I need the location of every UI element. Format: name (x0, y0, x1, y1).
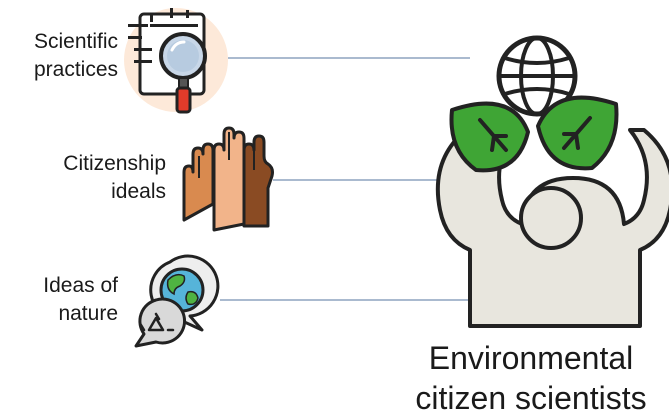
central-title-line: Environmental (428, 340, 634, 376)
label-scientific-practices: Scientific practices (0, 28, 118, 84)
person-holding-globe-leaves-icon (435, 35, 669, 328)
label-line: ideals (111, 180, 166, 203)
central-title: Environmental citizen scientists (396, 338, 666, 418)
label-line: nature (58, 302, 118, 325)
label-line: practices (33, 58, 118, 81)
raised-hands-icon (177, 126, 274, 232)
label-line: Citizenship (63, 152, 166, 175)
central-title-line: citizen scientists (415, 380, 647, 416)
label-citizenship-ideals: Citizenship ideals (0, 150, 166, 206)
earth-recycle-speech-icon (132, 254, 220, 348)
label-line: Ideas of (43, 274, 118, 297)
magnifying-glass-document-icon (124, 8, 228, 114)
label-ideas-of-nature: Ideas of nature (0, 272, 118, 328)
label-line: Scientific (33, 30, 118, 53)
